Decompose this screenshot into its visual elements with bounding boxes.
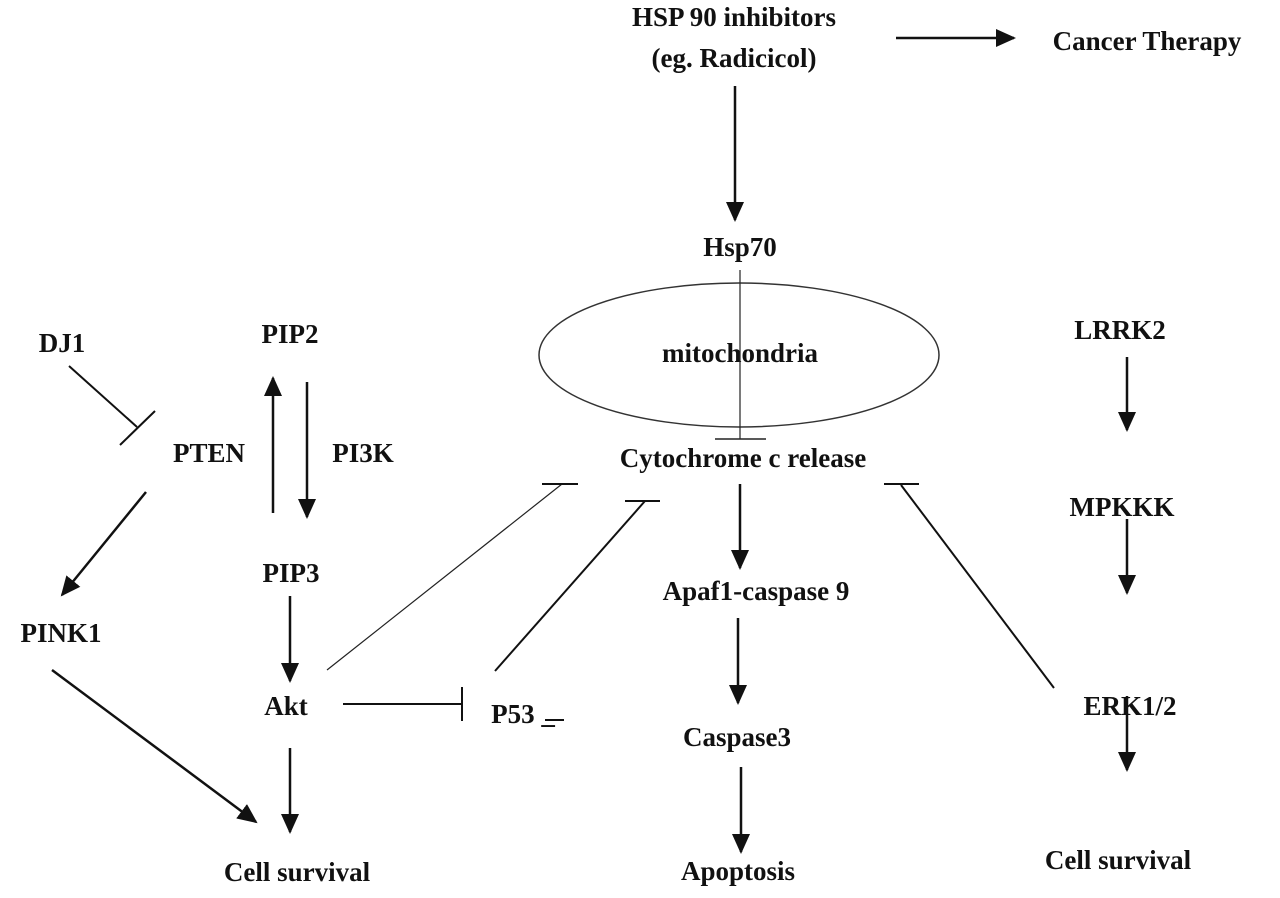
node-cytochrome-c-release: Cytochrome c release [620,443,866,473]
node-p53: P53 _ [491,699,555,729]
edge-p53-inhibits-cytochrome [494,500,660,672]
node-hsp90-example: (eg. Radicicol) [652,43,817,73]
node-pink1: PINK1 [21,618,102,648]
node-pi3k: PI3K [332,438,394,468]
node-pip3: PIP3 [263,558,320,588]
edge-pink1-to-cell-survival [51,668,258,824]
node-pip2: PIP2 [262,319,319,349]
node-cell-survival-left: Cell survival [224,857,371,887]
node-erk12: ERK1/2 [1083,691,1176,721]
node-cancer-therapy: Cancer Therapy [1053,26,1242,56]
node-lrrk2: LRRK2 [1074,315,1166,345]
edge-erk-inhibits-cytochrome [884,483,1055,689]
node-hsp90-inhibitors: HSP 90 inhibitors [632,2,836,32]
node-mpkkk: MPKKK [1070,492,1175,522]
edge-akt-inhibits-cytochrome [326,483,578,671]
mitochondria-ellipse [538,282,940,428]
node-pten: PTEN [173,438,246,468]
edge-pten-to-pink1 [60,491,147,597]
node-dj1: DJ1 [39,328,86,358]
edge-akt-inhibits-p53 [343,687,463,721]
node-akt: Akt [264,691,308,721]
node-apaf1-caspase9: Apaf1-caspase 9 [663,576,850,606]
edge-hsp70-inhibits-cytochrome [715,270,766,440]
node-caspase3: Caspase3 [683,722,791,752]
node-apoptosis: Apoptosis [681,856,795,886]
edge-dj1-inhibits-pten [68,365,156,446]
node-hsp70: Hsp70 [703,232,777,262]
node-cell-survival-right: Cell survival [1045,845,1192,875]
